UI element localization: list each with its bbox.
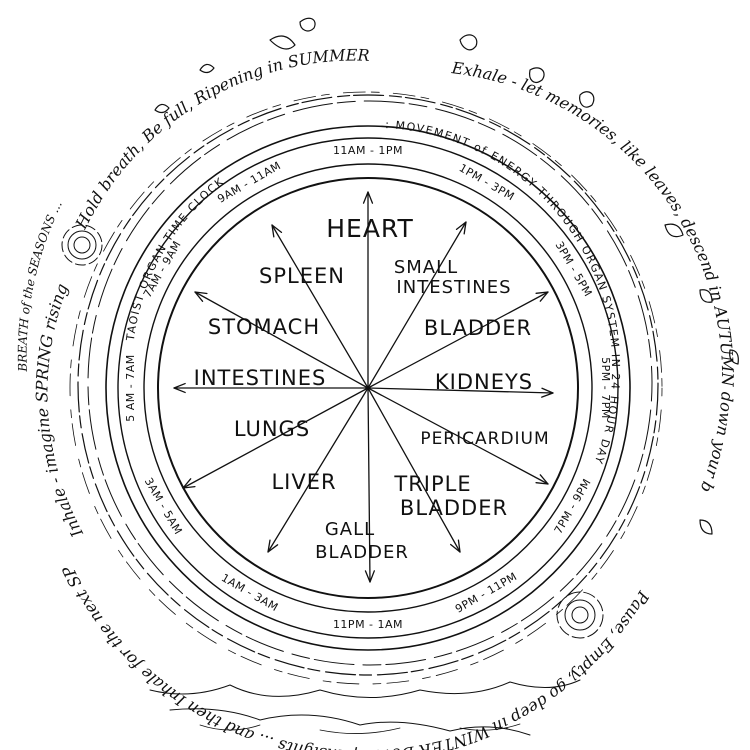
winter-swirl [556,591,604,639]
time-label: 5 AM - 7AM [124,354,137,422]
arrow-upper-right [367,221,467,389]
organ-pericardium: PERICARDIUM [420,429,549,449]
spring-swirl [61,224,103,266]
arrow-left-high [194,291,369,389]
arrow-down-head [364,570,375,583]
arrow-right [367,387,554,394]
time-label: 5PM - 7PM [599,357,612,419]
organ-small-intestines-line2: INTESTINES [396,277,511,298]
arrow-upper-left [271,224,369,389]
poem-winter: Pause, Empty, go deep in WINTER Develop … [0,0,653,750]
arrow-lower-right-head [450,539,461,553]
arrow-right-high-head [535,291,549,302]
organ-triple-line2: BLADDER [400,496,508,520]
arrow-left-low [182,387,369,489]
arrow-right-low [367,387,549,485]
organ-gall-line1: GALL [325,519,375,540]
arrow-upper-left-head [271,224,283,238]
organ-intestines: INTESTINES [194,366,327,390]
organ-stomach: STOMACH [208,315,320,339]
arrow-right-head [541,387,554,398]
arrow-upper-right-head [455,221,467,235]
energy-arrows [173,191,554,583]
arrow-left-head [173,382,186,394]
organ-lungs: LUNGS [234,417,310,441]
arrow-up-head [362,191,374,204]
organ-spleen: SPLEEN [259,264,345,288]
organ-gall-line2: BLADDER [315,542,409,563]
arrow-lower-left-head [267,539,279,553]
organ-bladder: BLADDER [424,316,532,340]
arrow-left-low-head [182,478,196,489]
arrow-lower-right [367,387,461,553]
arrow-lower-left [267,387,369,553]
organ-liver: LIVER [271,470,336,494]
time-label: 11PM - 1AM [333,618,403,631]
arrow-right-high [367,291,549,389]
inner-face-ring [157,177,579,599]
organ-kidneys: KIDNEYS [435,370,533,394]
arrow-right-low-head [535,474,549,485]
roots [149,679,581,736]
clock-outer-ring [105,125,631,651]
time-label: 11AM - 1PM [333,144,403,157]
arrow-down [367,387,371,583]
vine-ring [69,91,663,685]
organ-triple-line1: TRIPLE [393,472,471,496]
organ-small-intestines-line1: SMALL [394,257,458,278]
band-outer-ring [117,137,619,639]
arrow-left-high-head [194,291,208,302]
organ-heart: HEART [326,214,414,243]
band-inner-ring [143,163,593,613]
decorative-leaves [154,17,739,535]
